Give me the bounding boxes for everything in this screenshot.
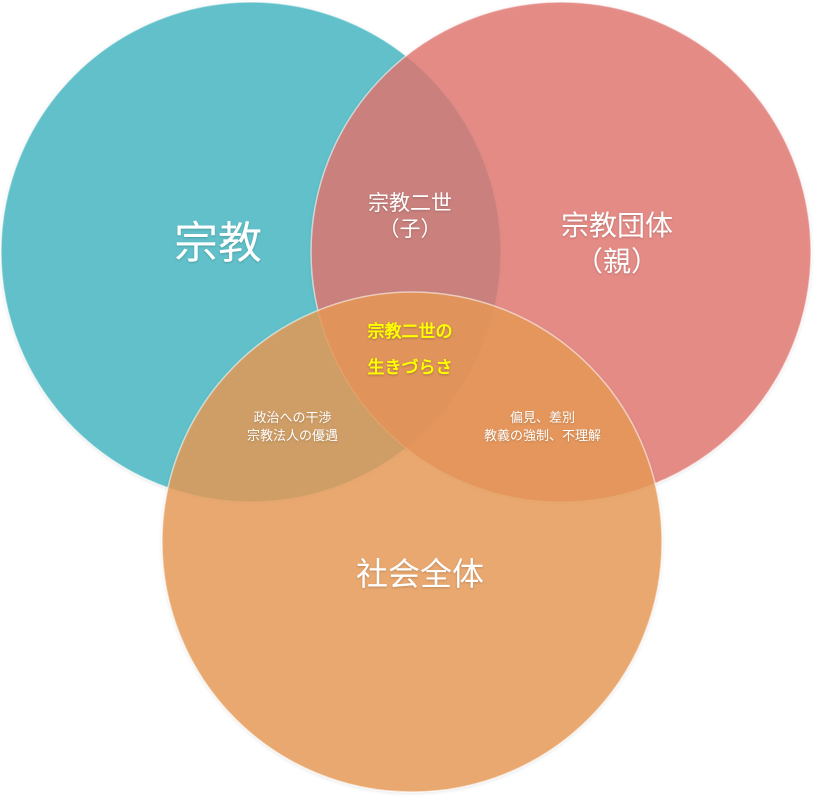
- center-label: 宗教二世の 生きづらさ: [325, 314, 495, 386]
- religion-society-label-line-2: 宗教法人の優遇: [246, 429, 338, 444]
- organization-society-label-line-1: 偏見、差別: [509, 411, 575, 426]
- center-label-line-2: 生きづらさ: [367, 358, 453, 378]
- organization-society-label-line-2: 教義の強制、不理解: [483, 429, 601, 444]
- religion-society-label-line-1: 政治への干渉: [253, 411, 332, 426]
- organization-society-label: 偏見、差別 教義の強制、不理解: [450, 410, 635, 446]
- second-generation-label: 宗教二世 （子）: [330, 190, 490, 242]
- organization-label: 宗教団体 （親）: [512, 208, 722, 280]
- second-generation-label-line-2: （子）: [378, 217, 442, 241]
- society-circle: [161, 291, 663, 793]
- organization-label-line-1: 宗教団体: [560, 209, 673, 242]
- religion-society-label: 政治への干渉 宗教法人の優遇: [205, 410, 380, 446]
- second-generation-label-line-1: 宗教二世: [368, 191, 452, 215]
- religion-label: 宗教: [118, 218, 318, 270]
- organization-label-line-2: （親）: [574, 245, 659, 278]
- society-label-line: 社会全体: [355, 555, 484, 593]
- religion-label-line: 宗教: [174, 218, 262, 269]
- center-label-line-1: 宗教二世の: [367, 322, 453, 342]
- society-label: 社会全体: [300, 553, 540, 595]
